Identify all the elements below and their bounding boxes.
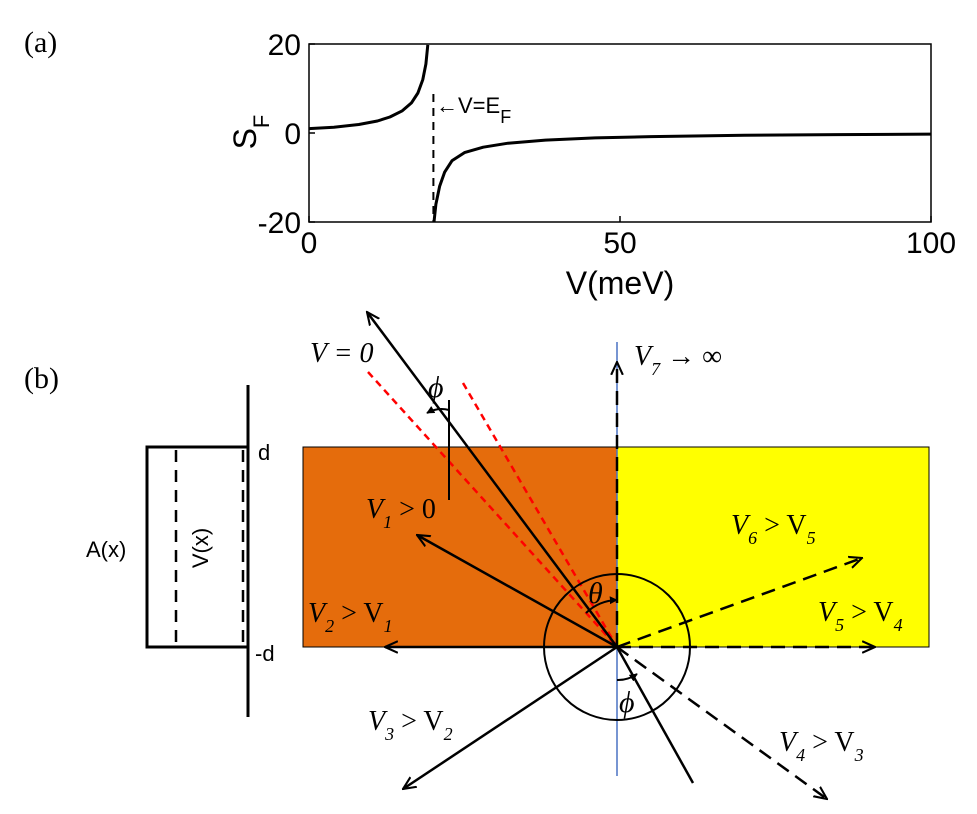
- label-v6-sub2: 5: [807, 528, 816, 548]
- label-v2-main: V: [308, 598, 328, 629]
- label-v3-sub2: 2: [444, 724, 453, 744]
- pole-annotation: ←V=EF: [436, 93, 511, 127]
- x-axis-label: V(meV): [566, 265, 674, 301]
- label-v4-sub2: 3: [854, 745, 864, 765]
- label-v6-sub: 6: [748, 528, 757, 548]
- label-v2: V2 > V1: [308, 598, 393, 636]
- y-axis-label: SF: [227, 115, 274, 150]
- profile-bottom-label: -d: [255, 641, 275, 666]
- label-v1-sub: 1: [383, 512, 392, 532]
- scalar-potential-label-group: V(x): [188, 528, 213, 568]
- scalar-potential-label: V(x): [188, 528, 213, 568]
- region-left: [302, 446, 618, 648]
- ray-v3: [403, 645, 618, 789]
- x-ticks: 0 50 100: [301, 216, 956, 260]
- y-axis-label-sub: F: [249, 115, 274, 128]
- label-v5-main: V: [818, 597, 838, 628]
- label-v5-sub: 5: [835, 615, 844, 635]
- label-v4: V4 > V3: [779, 727, 864, 765]
- y-axis-label-main: S: [227, 128, 263, 149]
- red-dashed-guide-2: [461, 382, 619, 648]
- ray-v4: [616, 645, 827, 799]
- label-v5-mid: > V: [844, 597, 894, 628]
- label-v3-sub: 3: [384, 724, 394, 744]
- label-v6-mid: > V: [757, 510, 807, 541]
- label-v2-sub: 2: [325, 616, 334, 636]
- label-v7-sub: 7: [651, 359, 661, 379]
- phi-label-upper: ϕ: [428, 371, 444, 404]
- pole-annotation-sub: F: [500, 107, 511, 127]
- theta-arc: [585, 596, 618, 614]
- potential-profile: d -d A(x) V(x): [86, 385, 275, 717]
- vector-potential-profile: [145, 445, 248, 649]
- vector-potential-label: A(x): [86, 537, 126, 562]
- phi-label-lower: ϕ: [619, 686, 635, 719]
- label-v5-sub2: 4: [894, 615, 903, 635]
- label-v0: V = 0: [310, 338, 374, 369]
- label-v3: V3 > V2: [368, 706, 453, 744]
- series-line-branch-2: [432, 132, 932, 223]
- label-v6: V6 > V5: [731, 510, 816, 548]
- y-tick-label: 0: [284, 118, 301, 151]
- panel-b-label: (b): [24, 362, 59, 395]
- x-tick-label: 0: [301, 227, 318, 260]
- ray-transmitted: [615, 646, 695, 784]
- series-group: [308, 44, 932, 223]
- theta-label: θ: [588, 577, 603, 610]
- red-dashed-guide-1: [367, 371, 618, 648]
- pole-annotation-main: ←V=E: [436, 93, 500, 118]
- label-v4-mid: > V: [805, 727, 855, 758]
- label-v4-main: V: [779, 727, 799, 758]
- y-ticks: 20 0 -20: [258, 29, 315, 240]
- label-v7-rest: → ∞: [660, 341, 722, 372]
- label-v2-sub2: 1: [384, 616, 393, 636]
- series-line-branch-1: [308, 44, 430, 131]
- label-v3-mid: > V: [394, 706, 444, 737]
- label-v7: V7 → ∞: [634, 341, 722, 379]
- label-v7-main: V: [634, 341, 654, 372]
- x-tick-label: 50: [603, 227, 636, 260]
- svg-text:SF: SF: [227, 115, 274, 150]
- y-tick-label: -20: [258, 207, 301, 240]
- y-tick-label: 20: [268, 29, 301, 62]
- label-v1-rest: > 0: [392, 494, 436, 525]
- plot-frame: [308, 43, 932, 223]
- profile-top-label: d: [258, 440, 270, 465]
- label-v1-main: V: [366, 494, 386, 525]
- label-v3-main: V: [368, 706, 388, 737]
- label-v1: V1 > 0: [366, 494, 436, 532]
- label-v2-mid: > V: [334, 598, 384, 629]
- label-v4-sub: 4: [796, 745, 805, 765]
- ray-v1: [417, 535, 618, 649]
- x-tick-label: 100: [906, 227, 956, 260]
- label-v5: V5 > V4: [818, 597, 903, 635]
- panel-a-label: (a): [24, 26, 57, 59]
- ray-v0: [367, 312, 619, 648]
- label-v6-main: V: [731, 510, 751, 541]
- phi-arc-upper: [426, 405, 450, 414]
- phi-arc-lower: [616, 673, 638, 682]
